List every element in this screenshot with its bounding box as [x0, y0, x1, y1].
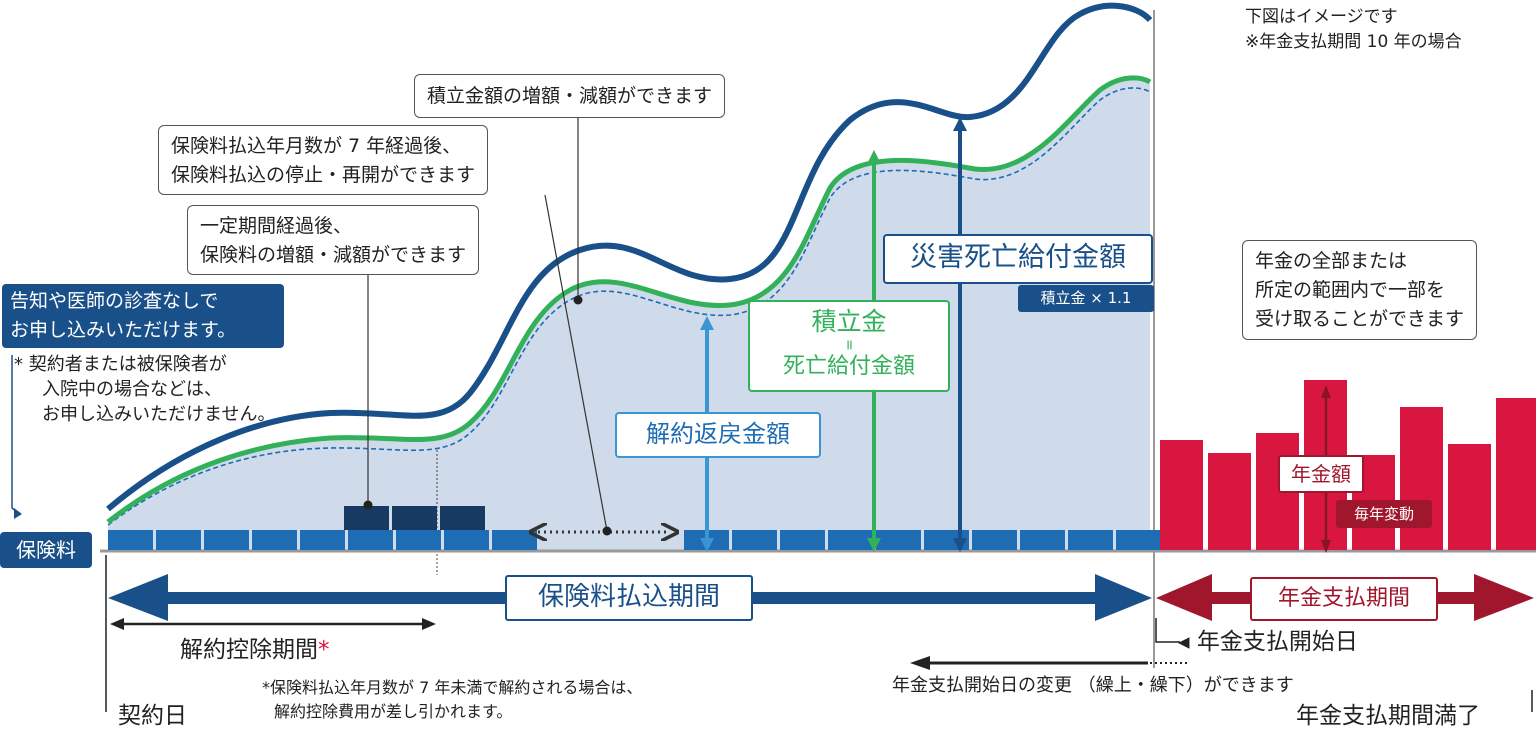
image-note: 下図はイメージです	[1245, 7, 1398, 27]
stop-resume-line: 保険料払込の停止・再開ができます	[171, 164, 476, 186]
surrender-curve	[107, 87, 1151, 526]
premium-block	[156, 530, 201, 550]
reserve-label-box: 積立金 = 死亡給付金額	[748, 300, 950, 392]
premium-change-line: 一定期間経過後、	[200, 215, 353, 237]
premium-block	[876, 530, 921, 550]
stop-resume-callout: 保険料払込年月数が 7 年経過後、 保険料払込の停止・再開ができます	[158, 125, 489, 195]
pension-bar	[1448, 444, 1491, 550]
premium-block	[732, 530, 777, 550]
premium-change-line: 保険料の増額・減額ができます	[200, 244, 467, 266]
premium-block	[204, 530, 249, 550]
pension-amount-label: 年金額	[1278, 455, 1364, 493]
no-exam-note-line: お申し込みいただけません。	[42, 404, 276, 425]
pension-start-label: ◂ 年金支払開始日	[1178, 629, 1358, 655]
leader-dot	[573, 295, 583, 305]
contract-date-label: 契約日	[118, 703, 187, 729]
pension-bar	[1208, 453, 1251, 550]
reserve-label: 積立金	[811, 307, 887, 336]
no-exam-note-line: * 契約者または被保険者が	[14, 354, 227, 375]
surrender-value-label: 解約返戻金額	[615, 412, 821, 458]
increased-premium-block	[440, 506, 485, 530]
premium-label: 保険料	[0, 532, 92, 568]
leader-stop-resume	[544, 194, 608, 532]
premium-change-callout: 一定期間経過後、 保険料の増額・減額ができます	[187, 205, 480, 275]
pension-start-bracket	[1155, 618, 1180, 643]
disaster-formula-label: 積立金 × 1.1	[1018, 285, 1154, 312]
premium-block	[348, 530, 393, 550]
premium-block	[108, 530, 153, 550]
no-exam-callout: 告知や医師の診査なしで お申し込みいただけます。	[2, 284, 284, 348]
pension-start-change-label: 年金支払開始日の変更 （繰上・繰下）ができます	[892, 675, 1294, 696]
pension-period-label: 年金支払期間	[1250, 577, 1438, 621]
premium-block	[444, 530, 489, 550]
pension-bar	[1496, 398, 1536, 550]
premium-block	[972, 530, 1017, 550]
premium-block-row	[108, 530, 1161, 550]
premium-block	[828, 530, 873, 550]
deduction-asterisk: *	[318, 637, 330, 663]
deduction-note-line: *保険料払込年月数が 7 年未満で解約される場合は、	[262, 678, 643, 697]
premium-block	[492, 530, 537, 550]
deduction-note: *保険料払込年月数が 7 年未満で解約される場合は、 解約控除費用が差し引かれま…	[262, 676, 642, 724]
premium-block	[1116, 530, 1161, 550]
increased-premium-block	[392, 506, 437, 530]
reserve-curve	[106, 75, 1152, 524]
disaster-death-label: 災害死亡給付金額	[883, 234, 1153, 284]
premium-block	[252, 530, 297, 550]
leader-dot	[363, 500, 373, 510]
premium-period-label: 保険料払込期間	[505, 575, 753, 621]
pension-variable-label: 毎年変動	[1336, 500, 1432, 528]
premium-block	[780, 530, 825, 550]
pension-receive-callout: 年金の全部または 所定の範囲内で一部を 受け取ることができます	[1242, 240, 1478, 340]
pension-end-label: 年金支払期間満了	[1296, 703, 1480, 729]
disaster-death-curve	[106, 2, 1153, 512]
death-benefit-label: 死亡給付金額	[782, 354, 915, 379]
pension-period-note: ※年金支払期間 10 年の場合	[1245, 32, 1462, 52]
pension-receive-line: 年金の全部または	[1255, 250, 1408, 272]
pension-bar	[1400, 407, 1443, 550]
premium-block	[300, 530, 345, 550]
premium-block	[1068, 530, 1113, 550]
reserve-area	[108, 79, 1150, 551]
pension-receive-line: 所定の範囲内で一部を	[1255, 279, 1446, 301]
deduction-note-line: 解約控除費用が差し引かれます。	[274, 702, 513, 721]
equals-label: =	[841, 339, 857, 351]
no-exam-note: * 契約者または被保険者が 入院中の場合などは、 お申し込みいただけません。	[14, 352, 275, 427]
no-exam-line: お申し込みいただけます。	[10, 319, 237, 341]
premium-block	[1020, 530, 1065, 550]
increased-premium-block	[344, 506, 389, 530]
leader-dot	[602, 526, 612, 536]
adjust-amount-callout: 積立金額の増額・減額ができます	[414, 74, 726, 118]
stop-resume-line: 保険料払込年月数が 7 年経過後、	[171, 135, 462, 157]
deduction-period-label: 解約控除期間*	[180, 634, 330, 666]
no-exam-note-line: 入院中の場合などは、	[42, 379, 222, 400]
deduction-period-text: 解約控除期間	[180, 637, 318, 663]
premium-block	[396, 530, 441, 550]
disaster-death-arrow	[953, 117, 967, 552]
pension-bar	[1160, 440, 1203, 550]
pension-receive-line: 受け取ることができます	[1255, 308, 1465, 330]
no-exam-line: 告知や医師の診査なしで	[10, 290, 219, 312]
